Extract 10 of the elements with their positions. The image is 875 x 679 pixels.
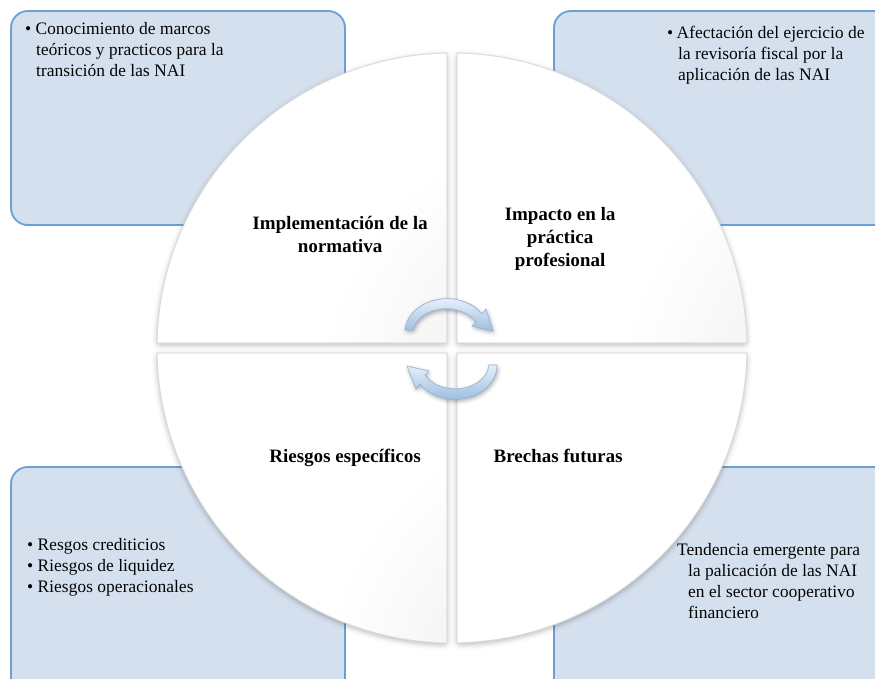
segment-title: Impacto en la práctica profesional	[504, 202, 616, 272]
panel-text: • Riesgos operacionales	[27, 576, 194, 597]
segment-title: Brechas futuras	[492, 444, 624, 468]
panel-text: • Resgos crediticios	[27, 534, 166, 555]
panel-text: • Afectación del ejercicio de la revisoría fiscal por la aplicación de las NAI	[667, 22, 866, 85]
panel-text: Tendencia emergente para la palicación de las NAI en el sector cooperativo financiero	[677, 539, 862, 623]
panel-text: • Conocimiento de marcos teóricos y practicos para la transición de las NAI	[25, 18, 225, 81]
segment-title: Implementación de la normativa	[251, 212, 429, 258]
segment-title: Riesgos específicos	[268, 444, 422, 468]
panel-text: • Riesgos de liquidez	[27, 555, 176, 576]
